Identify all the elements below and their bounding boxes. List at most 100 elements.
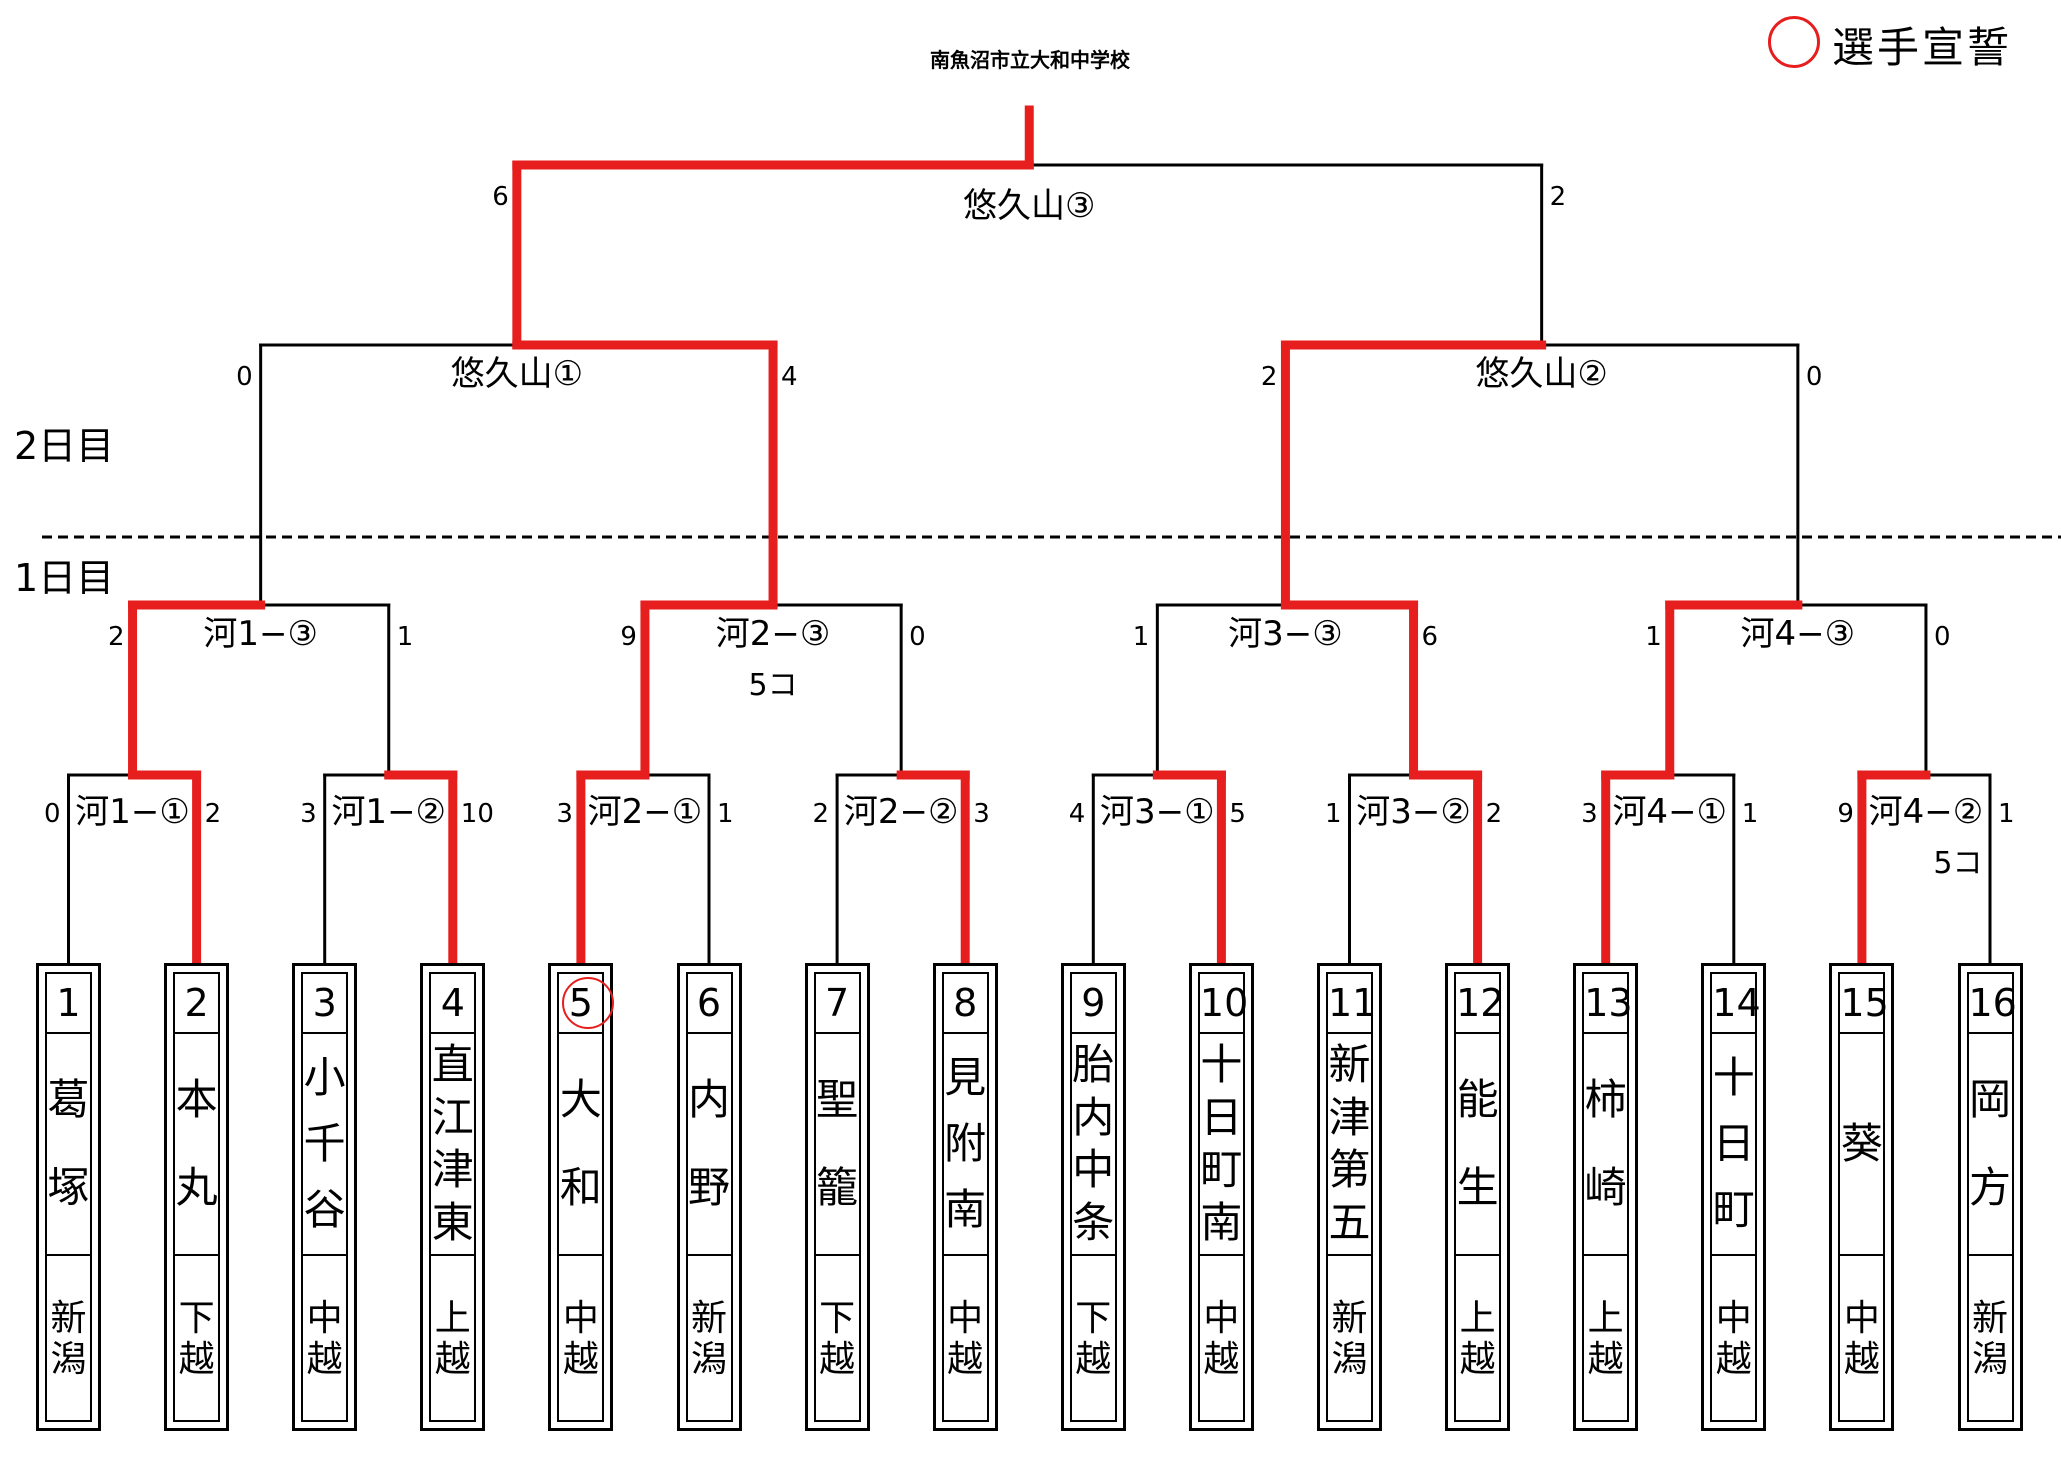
team-region-char: 越 (178, 1339, 215, 1380)
team-name-char: 条 (1072, 1198, 1115, 1248)
team-region-char: 新 (1971, 1297, 2008, 1339)
team-region: 新潟 (1969, 1258, 2012, 1420)
match-score: 0 (1806, 362, 1823, 392)
team-number: 2 (175, 974, 219, 1034)
match-note: 5コ (749, 668, 798, 703)
team-region: 下越 (175, 1258, 218, 1420)
match-score: 1 (1325, 799, 1342, 829)
team-name-char: 南 (944, 1184, 987, 1234)
team-region-char: 越 (1843, 1339, 1880, 1380)
team-region: 中越 (1840, 1258, 1883, 1420)
team-region-char: 越 (306, 1339, 343, 1380)
match-score: 3 (973, 799, 990, 829)
team-name-char: 千 (303, 1118, 346, 1168)
match-label: 河2−③ (716, 614, 831, 654)
team-region: 中越 (559, 1258, 602, 1420)
team-region-char: 新 (50, 1297, 87, 1339)
match-label: 河2−① (588, 792, 703, 832)
match-label: 河1−② (331, 792, 446, 832)
match-label: 河2−② (844, 792, 959, 832)
team-number: 1 (47, 974, 90, 1034)
team-name: 岡方 (1968, 1034, 2012, 1256)
team-name-char: 谷 (303, 1184, 346, 1234)
team-name-char: 籠 (816, 1162, 859, 1212)
team-name: 胎内中条 (1071, 1034, 1115, 1256)
match-score: 6 (1422, 622, 1439, 652)
match-score: 2 (108, 622, 125, 652)
team-region: 上越 (1456, 1258, 1499, 1420)
match-score: 5 (1229, 799, 1246, 829)
team-name: 葵 (1840, 1034, 1884, 1256)
team-region-char: 越 (1203, 1339, 1240, 1380)
team-name-char: 十 (1712, 1052, 1755, 1102)
match-label: 悠久山② (1475, 354, 1607, 394)
team-name-char: 方 (1968, 1162, 2011, 1212)
team-name-char: 内 (687, 1074, 730, 1124)
match-score: 0 (1934, 622, 1951, 652)
team-number: 11 (1328, 974, 1376, 1034)
team-name-char: 附 (944, 1118, 987, 1168)
team-region: 中越 (944, 1258, 987, 1420)
team-number: 9 (1071, 974, 1115, 1034)
team-name-char: 新 (1328, 1039, 1371, 1089)
team-name: 聖籠 (815, 1034, 859, 1256)
match-score: 1 (717, 799, 734, 829)
team-region: 新潟 (47, 1258, 90, 1420)
team-name-char: 町 (1712, 1184, 1755, 1234)
team-name-char: 日 (1712, 1118, 1755, 1168)
team-region-char: 越 (1715, 1339, 1752, 1380)
team-name-char: 東 (431, 1198, 474, 1248)
team-region: 下越 (1072, 1258, 1115, 1420)
match-score: 4 (781, 362, 798, 392)
team-name: 本丸 (175, 1034, 219, 1256)
match-score: 0 (44, 799, 61, 829)
team-region: 上越 (431, 1258, 474, 1420)
team-name-char: 胎 (1072, 1039, 1115, 1089)
team-number: 3 (303, 974, 347, 1034)
team-region-char: 中 (1715, 1297, 1752, 1339)
team-name-char: 野 (687, 1162, 730, 1212)
match-label: 河1−① (75, 792, 190, 832)
team-region-char: 中 (562, 1297, 599, 1339)
team-name-char: 柿 (1584, 1074, 1627, 1124)
team-number: 16 (1968, 974, 2017, 1034)
team-name-char: 小 (303, 1052, 346, 1102)
match-label: 河3−② (1356, 792, 1471, 832)
team-region-char: 越 (947, 1339, 984, 1380)
team-region-char: 潟 (690, 1339, 727, 1380)
match-score: 1 (397, 622, 414, 652)
team-name-char: 見 (944, 1052, 987, 1102)
match-note: 5コ (1933, 846, 1982, 881)
match-score: 3 (1581, 799, 1598, 829)
day2-label: 2日目 (14, 424, 115, 468)
team-name-char: 中 (1072, 1145, 1115, 1195)
team-number: 7 (815, 974, 859, 1034)
match-label: 河4−② (1869, 792, 1984, 832)
team-name-char: 大 (559, 1074, 602, 1124)
team-name: 能生 (1456, 1034, 1500, 1256)
team-name: 小千谷 (303, 1034, 347, 1256)
team-region-char: 新 (1331, 1297, 1368, 1339)
match-score: 1 (1645, 622, 1662, 652)
team-name-char: 日 (1200, 1092, 1243, 1142)
match-score: 2 (1486, 799, 1503, 829)
team-name-char: 津 (431, 1145, 474, 1195)
team-region: 中越 (1200, 1258, 1243, 1420)
team-name: 十日町 (1712, 1034, 1756, 1256)
team-region: 新潟 (688, 1258, 731, 1420)
team-region-char: 中 (1203, 1297, 1240, 1339)
